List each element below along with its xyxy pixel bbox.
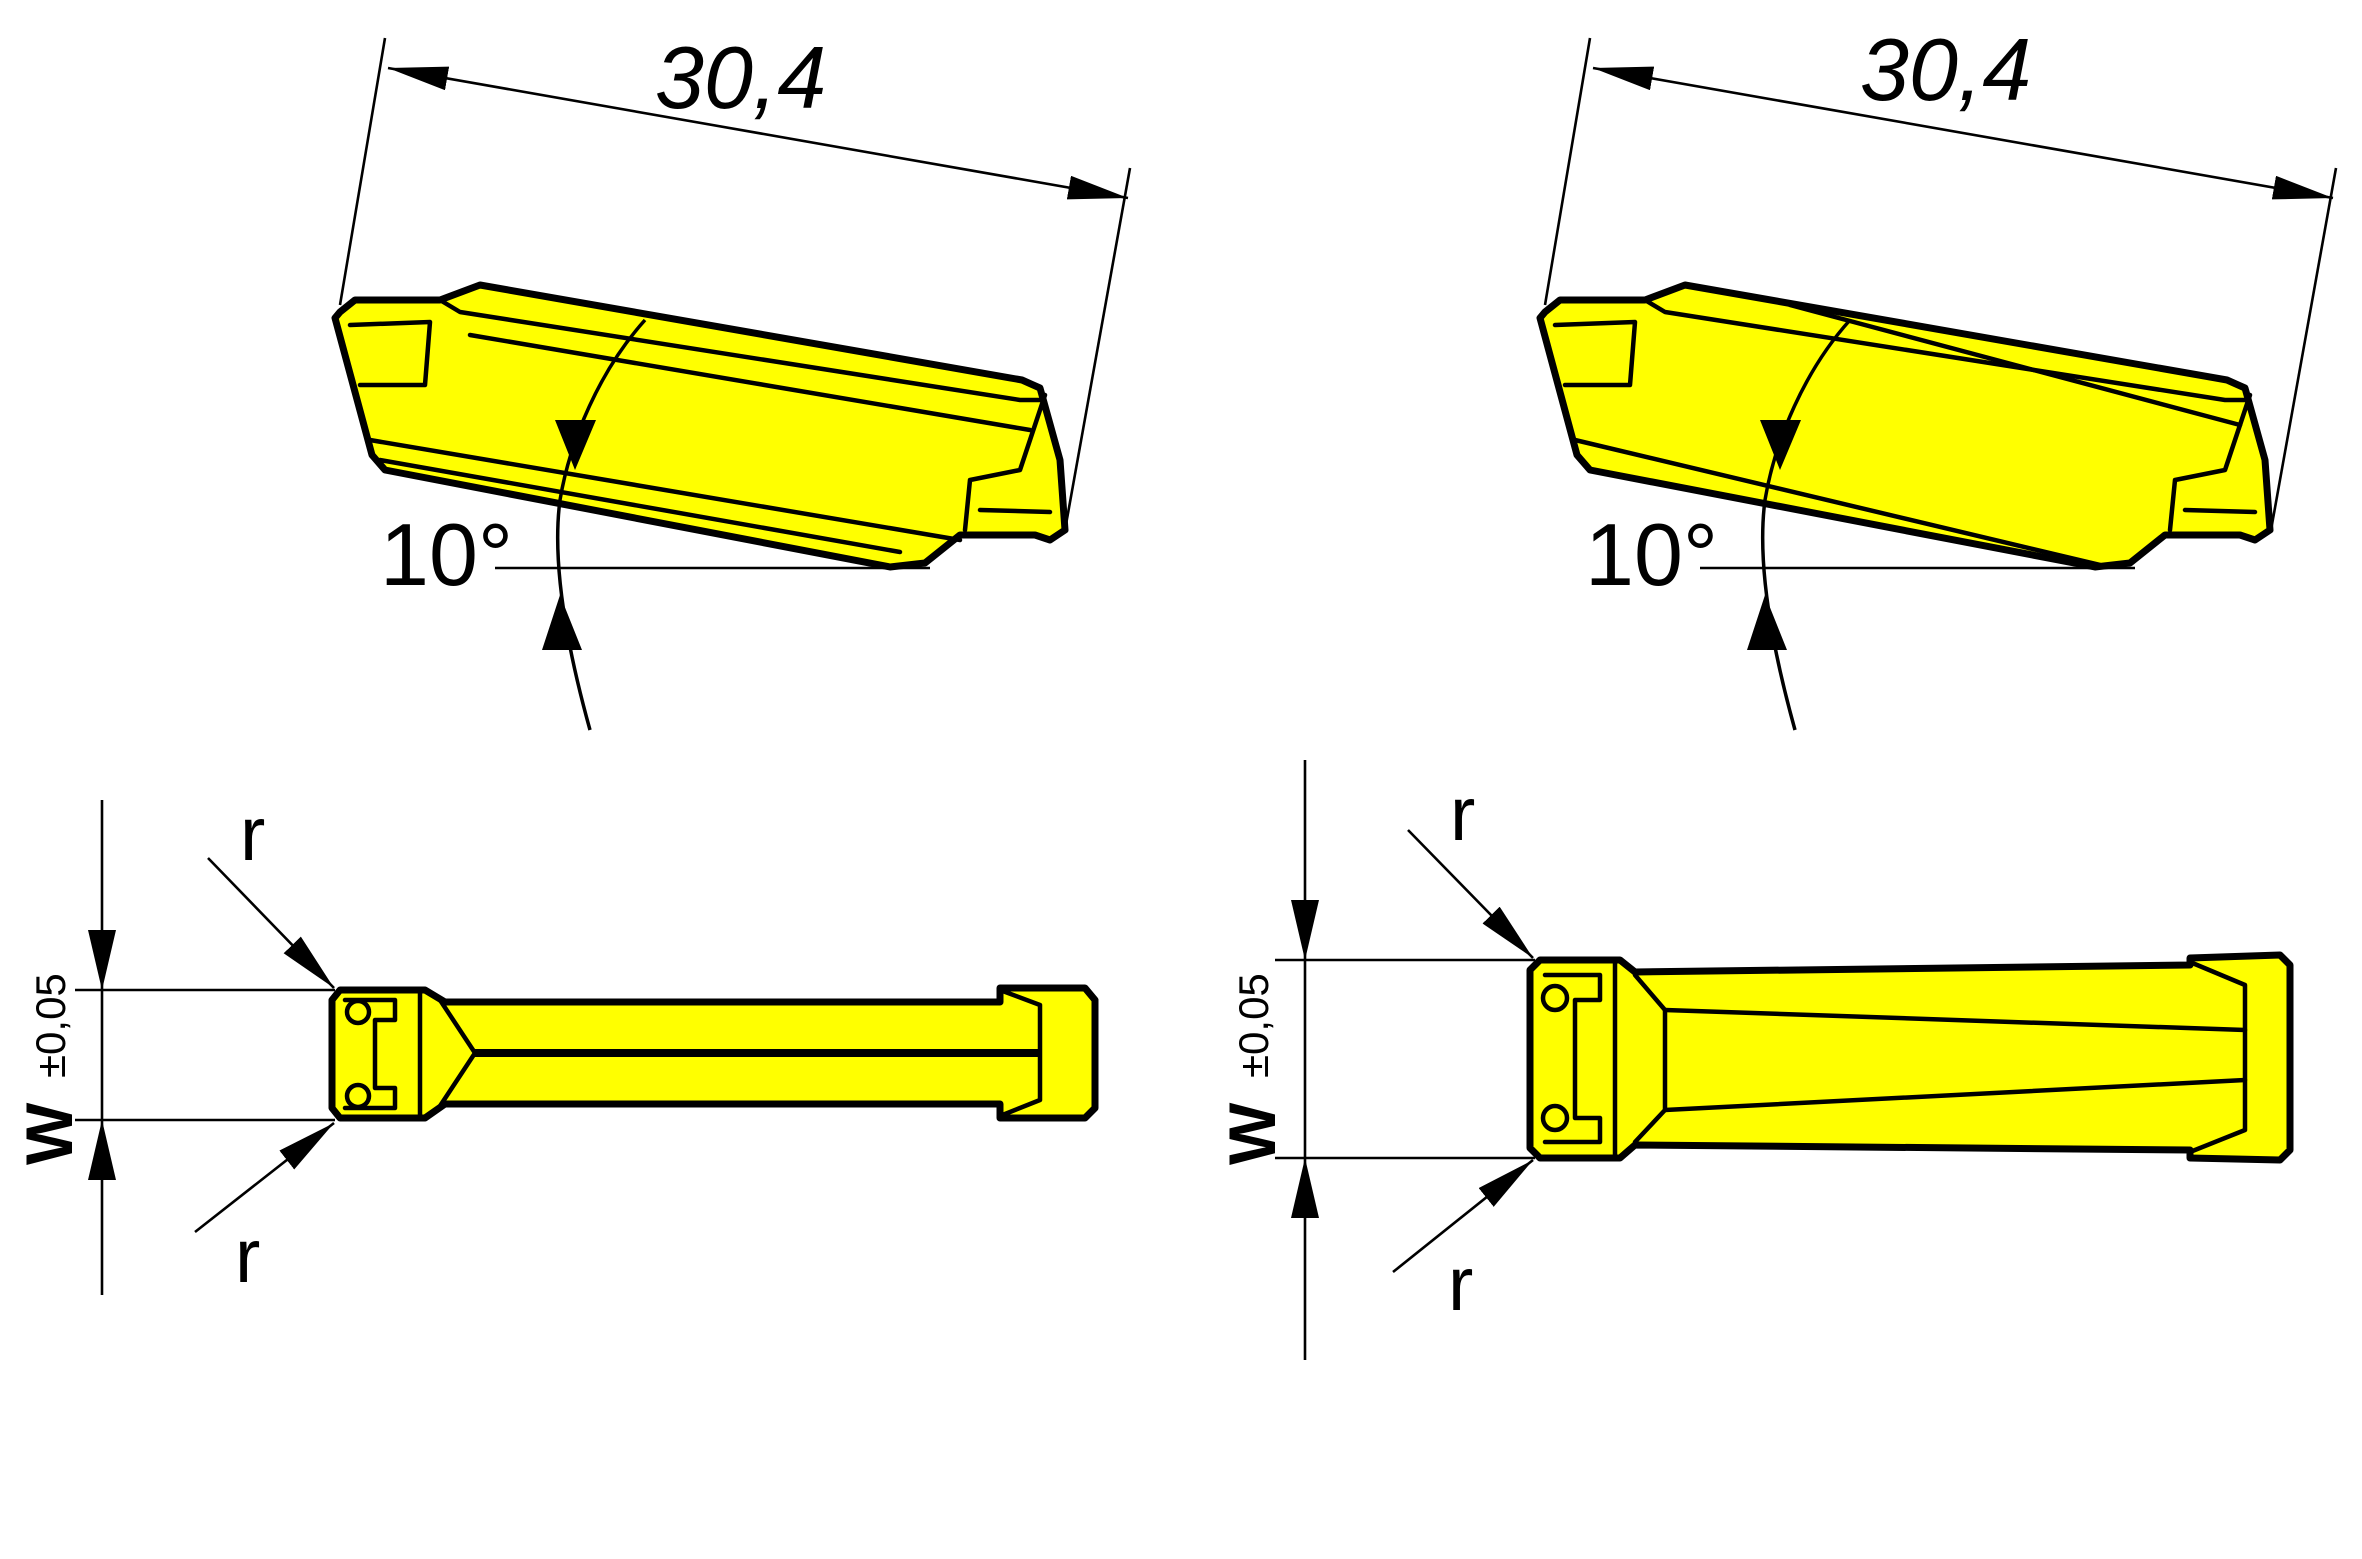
length-dimension-line — [387, 66, 1129, 200]
neck-bevel — [1632, 972, 1668, 1145]
right-top-view: W ±0,05 r r — [1215, 760, 2294, 1360]
head-pocket — [1542, 972, 1603, 1145]
taper-line-bottom — [1572, 437, 2103, 568]
insert-body — [1536, 281, 2274, 571]
width-arrow-top — [88, 930, 116, 990]
width-arrow-bottom — [1291, 1158, 1319, 1218]
radius-leader-bottom — [194, 1121, 335, 1234]
length-dimension-line — [1592, 66, 2334, 200]
top-edge-line — [437, 297, 1043, 403]
right-side-view: 30,4 10° — [1536, 20, 2338, 731]
taper-line-top — [1662, 1007, 2248, 1033]
chip-breaker-right — [2167, 392, 2253, 533]
angle-arc — [555, 318, 647, 731]
right-extension-line — [2269, 167, 2338, 531]
width-label: W — [12, 1102, 86, 1165]
width-tolerance-label: ±0,05 — [1230, 973, 1277, 1078]
radius-label-bottom: r — [1448, 1242, 1473, 1327]
taper-line-top — [1787, 302, 2243, 428]
radius-leader-bottom — [1392, 1158, 1534, 1274]
taper-line-bottom — [1662, 1077, 2248, 1113]
corner-radius-top-icon — [344, 998, 372, 1026]
width-arrow-bottom — [88, 1120, 116, 1180]
width-arrow-top — [1291, 900, 1319, 960]
chip-breaker-left — [347, 319, 433, 388]
angle-label: 10° — [380, 505, 513, 604]
left-top-view: W ±0,05 r r — [12, 792, 1099, 1299]
head-pocket — [342, 997, 398, 1111]
left-extension-line — [1543, 37, 1592, 306]
top-edge-line — [1642, 297, 2248, 403]
corner-radius-top-icon — [1540, 983, 1570, 1013]
bottom-land-line — [367, 437, 963, 543]
radius-label-top: r — [240, 792, 265, 877]
width-label: W — [1215, 1102, 1289, 1165]
width-tolerance-label: ±0,05 — [27, 973, 74, 1078]
radius-leader-top — [207, 857, 335, 989]
right-land-line — [2182, 507, 2258, 515]
radius-leader-top — [1407, 829, 1534, 959]
corner-radius-bottom-icon — [344, 1082, 372, 1110]
tail-bevel — [2187, 959, 2248, 1155]
chip-breaker-left — [1552, 319, 1638, 388]
left-extension-line — [338, 37, 387, 306]
radius-label-bottom: r — [235, 1214, 260, 1299]
angle-arc — [1760, 318, 1852, 731]
insert-body — [331, 281, 1069, 571]
corner-radius-bottom-icon — [1540, 1103, 1570, 1133]
left-side-view: 30,4 10° — [331, 28, 1132, 731]
angle-label: 10° — [1585, 505, 1718, 604]
top-land-line — [467, 332, 1033, 433]
tail-bevel — [997, 987, 1043, 1119]
right-land-line — [977, 507, 1053, 515]
length-label: 30,4 — [655, 28, 826, 127]
radius-label-top: r — [1450, 772, 1475, 857]
bottom-edge-line — [377, 457, 903, 555]
length-label: 30,4 — [1860, 20, 2031, 119]
chip-breaker-right — [962, 392, 1048, 533]
right-extension-line — [1063, 167, 1132, 531]
